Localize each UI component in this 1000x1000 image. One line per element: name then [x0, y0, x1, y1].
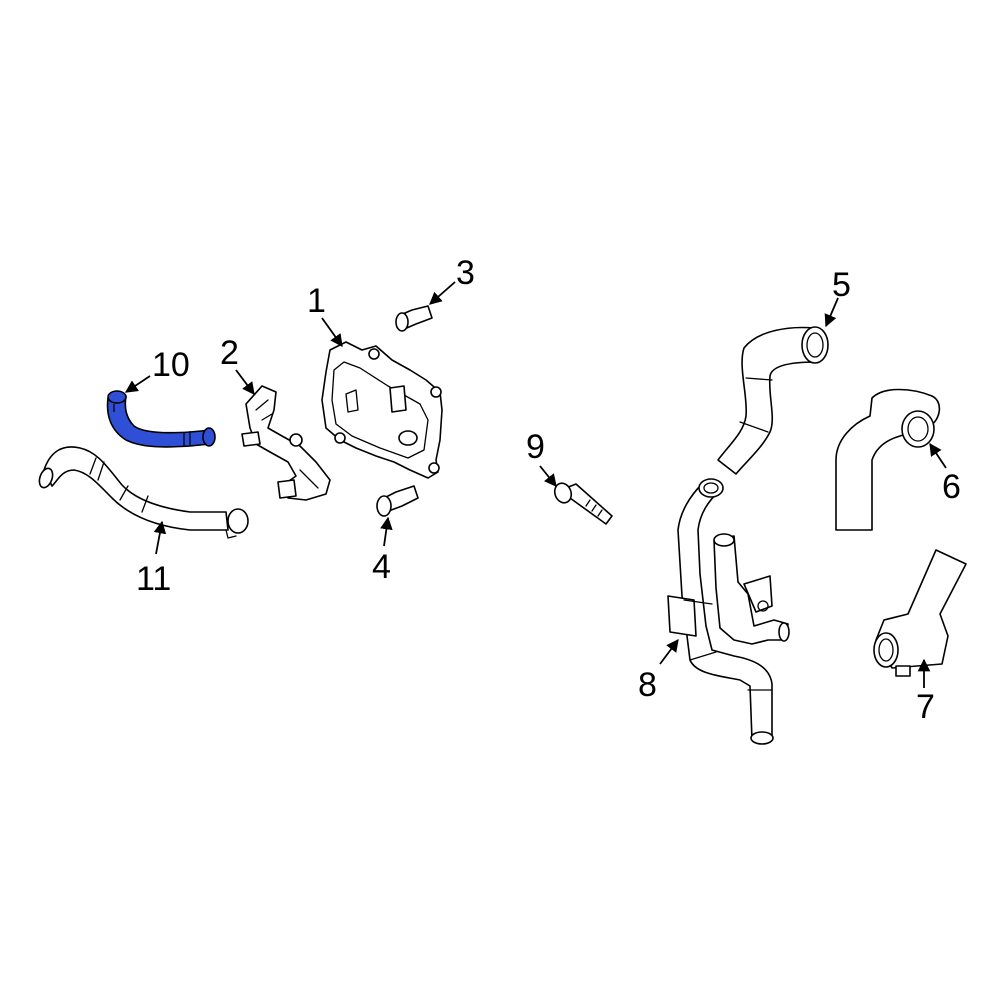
leader-6 [929, 442, 947, 469]
callout-1: 1 [307, 282, 326, 320]
callout-leaders [124, 281, 947, 688]
leader-8 [659, 638, 679, 665]
part-9-bolt[interactable] [552, 481, 613, 525]
leader-2 [235, 369, 255, 396]
callout-2: 2 [220, 334, 239, 372]
callout-labels: 1 2 3 4 5 6 7 8 9 10 11 [136, 254, 961, 726]
callout-8: 8 [638, 666, 657, 704]
leader-3 [429, 281, 456, 305]
callout-11: 11 [136, 560, 171, 598]
part-2-bracket[interactable] [241, 385, 331, 501]
callout-10: 10 [152, 346, 190, 384]
part-1-cooler[interactable] [321, 341, 443, 479]
part-5-hose[interactable] [717, 326, 829, 475]
part-3-bolt[interactable] [395, 305, 433, 332]
callout-4: 4 [372, 548, 391, 586]
callout-5: 5 [832, 266, 851, 304]
leader-10 [124, 375, 151, 393]
callout-9: 9 [526, 428, 545, 466]
part-6-hose[interactable] [835, 388, 941, 531]
part-8-pipe-assembly[interactable] [667, 478, 790, 745]
leader-5 [824, 297, 839, 328]
callout-3: 3 [456, 254, 475, 292]
part-11-hose[interactable] [37, 446, 249, 539]
part-4-bolt[interactable] [376, 485, 419, 517]
leader-1 [321, 317, 343, 348]
leader-9 [539, 465, 557, 487]
leader-4 [380, 516, 393, 547]
callout-6: 6 [942, 468, 961, 506]
part-7-hose[interactable] [873, 549, 967, 677]
part-10-hose-highlighted[interactable] [106, 390, 216, 448]
leader-11 [153, 520, 167, 555]
callout-7: 7 [916, 688, 935, 726]
